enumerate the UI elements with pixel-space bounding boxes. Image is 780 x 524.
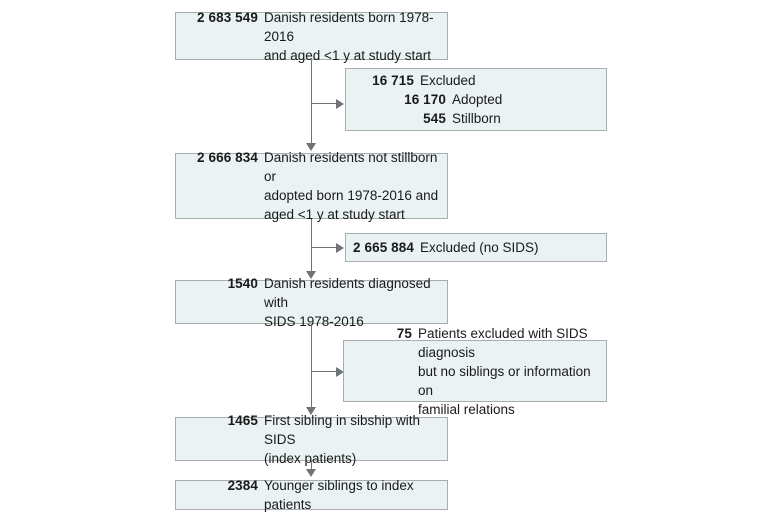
node-label-line1: Patients excluded with SIDS diagnosis (418, 325, 588, 360)
node-index-patients-rows: 1465 First sibling in sibship with SIDS … (176, 411, 447, 468)
node-label-line3: familial relations (418, 401, 515, 417)
node-line: 2 683 549 Danish residents born 1978-201… (180, 8, 447, 65)
node-label-stillborn: Stillborn (452, 111, 501, 126)
node-line: 2384 Younger siblings to index patients (180, 476, 447, 514)
node-count: 2 683 549 (197, 9, 258, 25)
connector-trunk-3 (311, 324, 312, 408)
node-excluded-1-rows: 16 715 Excluded 16 170 Adopted 545 Still… (346, 71, 606, 128)
connector-trunk-1 (311, 60, 312, 144)
node-eligible-cohort-rows: 2 666 834 Danish residents not stillborn… (176, 148, 447, 224)
arrowhead-down-4 (306, 469, 316, 477)
arrowhead-right-3 (336, 367, 344, 377)
node-count: 1465 (227, 412, 258, 428)
arrowhead-down-1 (306, 143, 316, 151)
node-count: 2 666 834 (197, 150, 258, 165)
node-label-line2: adopted born 1978-2016 and (264, 188, 439, 203)
node-total-cohort: 2 683 549 Danish residents born 1978-201… (175, 10, 448, 63)
node-line: 1540 Danish residents diagnosed with SID… (180, 274, 447, 331)
node-label-line2: (index patients) (264, 450, 357, 466)
node-count: 75 (396, 325, 412, 341)
node-label: Patients excluded with SIDS diagnosis bu… (412, 324, 606, 419)
node-label-line1: Danish residents born 1978-2016 (264, 9, 434, 44)
node-line: 1465 First sibling in sibship with SIDS … (180, 411, 447, 468)
node-excluded-no-sids: 2 665 884 Excluded (no SIDS) (345, 233, 607, 262)
node-line: 2 665 884 Excluded (no SIDS) (352, 238, 606, 257)
node-count-adopted: 16 170 (404, 92, 446, 107)
node-younger-siblings-rows: 2384 Younger siblings to index patients (176, 476, 447, 514)
arrowhead-down-3 (306, 407, 316, 415)
node-count: 16 715 (372, 73, 414, 88)
node-label: Excluded (420, 73, 476, 88)
connector-branch-2 (311, 247, 338, 248)
node-line: 2 666 834 Danish residents not stillborn… (180, 148, 447, 224)
node-younger-siblings: 2384 Younger siblings to index patients (175, 478, 448, 512)
node-label-line2: and aged <1 y at study start (264, 47, 431, 63)
node-label-line1: Danish residents not stillborn or (264, 150, 438, 184)
node-line: 16 715 Excluded (352, 71, 606, 90)
node-count: 2 665 884 (353, 240, 414, 255)
connector-trunk-2 (311, 219, 312, 272)
node-label: Danish residents diagnosed with SIDS 197… (258, 274, 447, 331)
node-label: Danish residents born 1978-2016 and aged… (258, 8, 447, 65)
node-label: Excluded (no SIDS) (420, 240, 539, 255)
node-label-line3: aged <1 y at study start (264, 207, 405, 222)
node-excluded-2-rows: 2 665 884 Excluded (no SIDS) (346, 238, 606, 257)
node-label: Younger siblings to index patients (264, 478, 414, 512)
node-count: 2384 (227, 478, 258, 493)
node-label-line1: First sibling in sibship with SIDS (264, 412, 421, 447)
arrowhead-down-2 (306, 271, 316, 279)
arrowhead-right-2 (336, 243, 344, 253)
node-label-line1: Danish residents diagnosed with (264, 275, 431, 310)
node-line-adopted: 16 170 Adopted (352, 90, 606, 109)
node-label: First sibling in sibship with SIDS (inde… (258, 411, 447, 468)
node-sids-diagnosed-rows: 1540 Danish residents diagnosed with SID… (176, 274, 447, 331)
node-excluded-3-rows: 75 Patients excluded with SIDS diagnosis… (344, 324, 606, 419)
connector-branch-1 (311, 103, 338, 104)
connector-trunk-4 (311, 461, 312, 471)
node-label-line2: but no siblings or information on (418, 363, 591, 398)
arrowhead-right-1 (336, 99, 344, 109)
node-line: 75 Patients excluded with SIDS diagnosis… (350, 324, 606, 419)
node-sids-diagnosed: 1540 Danish residents diagnosed with SID… (175, 276, 448, 329)
node-index-patients: 1465 First sibling in sibship with SIDS … (175, 413, 448, 466)
node-label-adopted: Adopted (452, 92, 503, 107)
node-label-line2: SIDS 1978-2016 (264, 313, 364, 329)
node-eligible-cohort: 2 666 834 Danish residents not stillborn… (175, 150, 448, 222)
node-excluded-adopted-stillborn: 16 715 Excluded 16 170 Adopted 545 Still… (345, 68, 607, 131)
node-total-cohort-rows: 2 683 549 Danish residents born 1978-201… (176, 8, 447, 65)
node-label: Danish residents not stillborn or adopte… (258, 148, 447, 224)
node-line-stillborn: 545 Stillborn (352, 109, 606, 128)
node-excluded-no-siblings: 75 Patients excluded with SIDS diagnosis… (343, 326, 607, 417)
node-count-stillborn: 545 (423, 111, 446, 126)
connector-branch-3 (311, 371, 338, 372)
node-count: 1540 (227, 275, 258, 291)
